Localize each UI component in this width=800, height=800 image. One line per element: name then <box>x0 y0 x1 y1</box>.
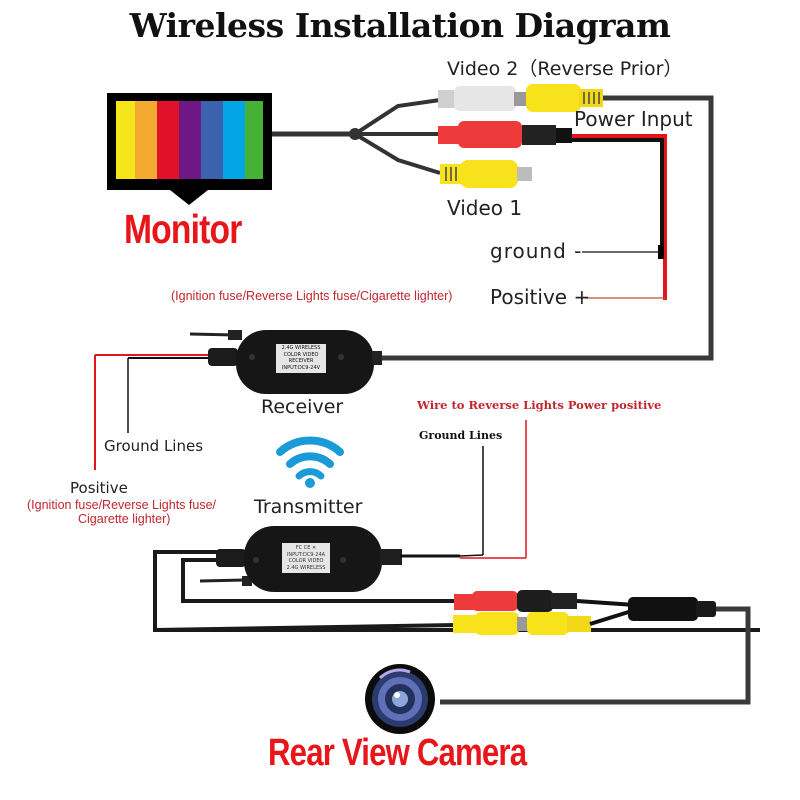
receiver-label: Receiver <box>261 396 344 418</box>
power-input-label: Power Input <box>574 107 693 131</box>
transmitter-label: Transmitter <box>254 496 363 518</box>
receiver-sticker-line: INPUT:DC9-24V <box>281 364 321 371</box>
receiver-sticker-line: RECEIVER <box>288 358 314 364</box>
video2-label: Video 2（Reverse Prior） <box>447 58 683 80</box>
camera-cable <box>154 590 751 705</box>
receiver-sticker: 2.4G WIRELESS COLOR VIDEO RECEIVER INPUT… <box>276 345 326 371</box>
receiver-device <box>94 330 382 470</box>
positive-plus-label: Positive + <box>490 285 591 309</box>
monitor-icon <box>107 93 272 205</box>
wire-to-reverse-label: Wire to Reverse Lights Power positive <box>417 398 662 412</box>
receiver-positive-note-1: (Ignition fuse/Reverse Lights fuse/ <box>27 498 216 512</box>
monitor-cable <box>272 98 441 175</box>
receiver-sticker-line: COLOR VIDEO <box>283 351 319 358</box>
video1-rca-connector <box>440 160 532 188</box>
transmitter-sticker-line: COLOR VIDEO <box>288 558 324 564</box>
transmitter-sticker-line: INPUT:DC9-24A <box>286 551 326 558</box>
monitor-label: Monitor <box>124 206 242 252</box>
wifi-icon <box>276 436 344 488</box>
diagram-title: Wireless Installation Diagram <box>129 6 671 45</box>
receiver-positive-note-2: Cigarette lighter) <box>78 512 171 526</box>
receiver-sticker-line: 2.4G WIRELESS <box>281 345 321 351</box>
receiver-positive-label: Positive <box>70 479 128 497</box>
transmitter-sticker-line: FC CE ✕ <box>295 545 317 551</box>
video1-label: Video 1 <box>447 196 523 220</box>
power-input-connector <box>438 121 667 300</box>
receiver-ground-lines-label: Ground Lines <box>104 437 204 455</box>
power-source-note: (Ignition fuse/Reverse Lights fuse/Cigar… <box>171 289 453 303</box>
rear-view-camera-label: Rear View Camera <box>268 732 527 774</box>
transmitter-sticker: FC CE ✕ INPUT:DC9-24A COLOR VIDEO 2.4G W… <box>282 545 330 571</box>
ground-minus-label: ground - <box>490 239 583 263</box>
rear-camera-icon <box>365 664 435 734</box>
transmitter-ground-lines-label: Ground Lines <box>419 429 503 442</box>
video2-rca-connector <box>373 84 714 361</box>
transmitter-sticker-line: 2.4G WIRELESS <box>286 564 326 571</box>
